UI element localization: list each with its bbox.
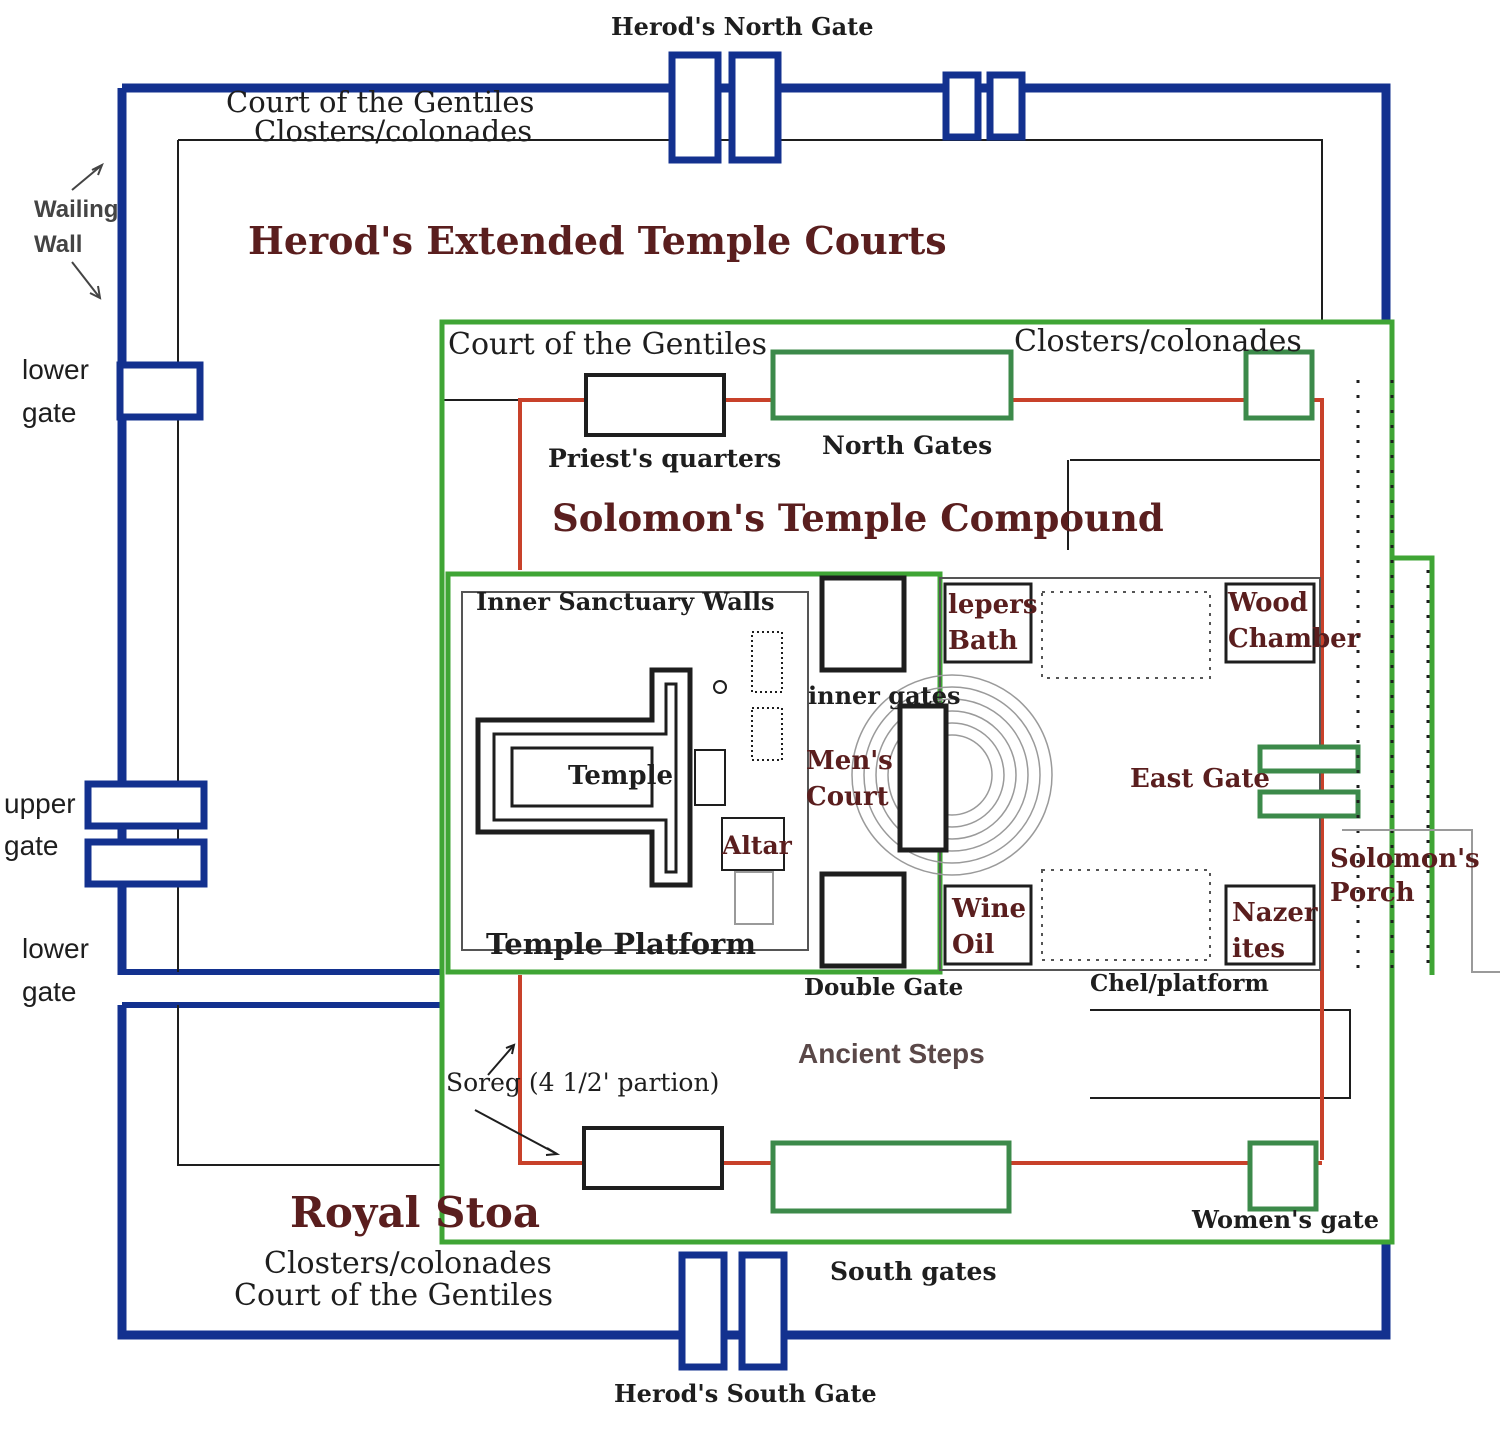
womens-gate-label: Women's gate bbox=[1192, 1205, 1380, 1234]
lower-gate-2-label-line2: gate bbox=[22, 976, 77, 1007]
mens-court-label-line2: Court bbox=[806, 782, 889, 812]
lepers-bath-label-line2: Bath bbox=[948, 626, 1018, 656]
herod-north-gate bbox=[668, 51, 1026, 164]
nazerites-label-line2: ites bbox=[1232, 934, 1286, 964]
double-gate-label: Double Gate bbox=[804, 974, 964, 1001]
cloister-lines bbox=[177, 139, 1351, 1166]
inner-gates-label: inner gates bbox=[808, 681, 961, 710]
temple-label: Temple bbox=[568, 761, 674, 791]
herod-south-gate-label: Herod's South Gate bbox=[614, 1379, 877, 1408]
wailing-wall-label-line2: Wall bbox=[34, 231, 83, 258]
upper-gate-label-line1: upper bbox=[4, 788, 76, 819]
soreg-arrows bbox=[474, 1043, 561, 1156]
wailing-wall-label-line1: Wailing bbox=[34, 196, 119, 223]
solomons-porch-edge bbox=[1342, 829, 1500, 973]
compound-title: Solomon's Temple Compound bbox=[552, 496, 1164, 540]
temple-building bbox=[475, 631, 785, 925]
upper-gate-label-line2: gate bbox=[4, 830, 59, 861]
west-gates bbox=[84, 361, 208, 888]
lower-gate-1-label-line2: gate bbox=[22, 397, 77, 428]
ancient-steps-label: Ancient Steps bbox=[798, 1038, 985, 1069]
herod-north-gate-label: Herod's North Gate bbox=[611, 12, 874, 41]
priests-quarters-blocks bbox=[582, 373, 726, 1190]
wailing-wall-arrows bbox=[71, 162, 104, 300]
lepers-bath-label-line1: lepers bbox=[948, 590, 1038, 620]
east-gate-label: East Gate bbox=[1130, 764, 1270, 794]
mens-court-label-line1: Men's bbox=[806, 746, 893, 776]
priests-quarters-label: Priest's quarters bbox=[548, 444, 782, 473]
wood-chamber-label-line1: Wood bbox=[1228, 588, 1308, 618]
solomon-compound-wall bbox=[439, 319, 1435, 1245]
royal-stoa-label: Royal Stoa bbox=[290, 1188, 541, 1237]
south-cloisters-label: Closters/colonades bbox=[264, 1246, 552, 1281]
inner-sanctuary-walls-label: Inner Sanctuary Walls bbox=[476, 587, 775, 616]
lower-gate-2-label-line1: lower bbox=[22, 933, 89, 964]
north-cloisters-label: Closters/colonades bbox=[254, 114, 533, 148]
south-gates-label: South gates bbox=[830, 1257, 997, 1286]
wine-oil-label-line2: Oil bbox=[952, 930, 995, 960]
solomons-porch-colonnade bbox=[1356, 380, 1430, 975]
steps-circle bbox=[851, 674, 1053, 876]
soreg-label: Soreg (4 1/2' partion) bbox=[446, 1068, 720, 1097]
north-gates-label: North Gates bbox=[822, 431, 993, 460]
inner-gate-blocks bbox=[819, 575, 949, 969]
solomons-porch-label-line1: Solomon's bbox=[1330, 844, 1480, 874]
lower-gate-1-label-line1: lower bbox=[22, 354, 89, 385]
altar-label: Altar bbox=[722, 831, 792, 860]
solomons-porch-label-line2: Porch bbox=[1330, 878, 1415, 908]
herod-outer-wall bbox=[117, 83, 1391, 1340]
chel-platform-label: Chel/platform bbox=[1090, 970, 1269, 997]
compound-court-of-gentiles-label: Court of the Gentiles bbox=[448, 327, 768, 362]
compound-cloisters-label: Closters/colonades bbox=[1014, 324, 1302, 359]
south-court-of-gentiles-label: Court of the Gentiles bbox=[234, 1278, 554, 1313]
wine-oil-label-line1: Wine bbox=[952, 894, 1027, 924]
temple-platform-label: Temple Platform bbox=[486, 927, 757, 961]
main-title: Herod's Extended Temple Courts bbox=[248, 218, 947, 263]
compound-gates bbox=[770, 349, 1361, 1214]
nazerites-label-line1: Nazer bbox=[1232, 898, 1318, 928]
herod-south-gate bbox=[678, 1251, 788, 1371]
north-court-of-gentiles-label: Court of the Gentiles bbox=[226, 85, 535, 119]
wood-chamber-label-line2: Chamber bbox=[1228, 624, 1361, 654]
